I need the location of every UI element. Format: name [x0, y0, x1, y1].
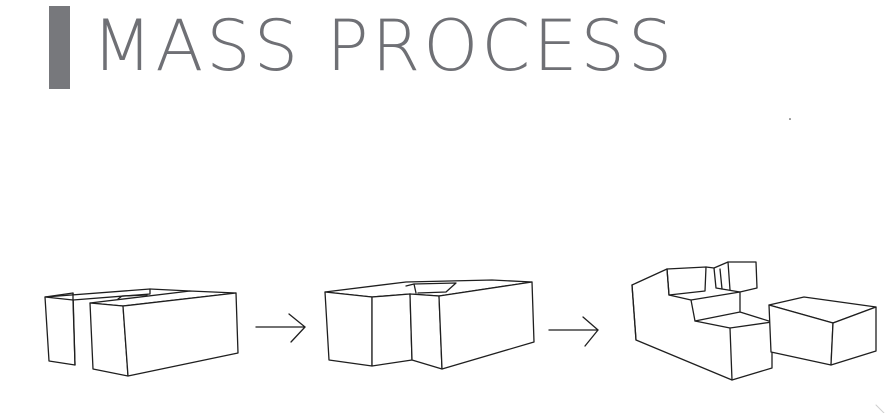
arrow-icon [548, 316, 599, 347]
stage-1-mass [44, 288, 239, 377]
stage-3-mass [631, 261, 877, 381]
corner-mark [875, 404, 885, 413]
title-accent-bar [49, 6, 70, 89]
stage-2-mass [324, 279, 535, 370]
page-title: MASS PROCESS [92, 5, 676, 87]
arrow-icon [255, 313, 306, 343]
speck [789, 118, 791, 120]
